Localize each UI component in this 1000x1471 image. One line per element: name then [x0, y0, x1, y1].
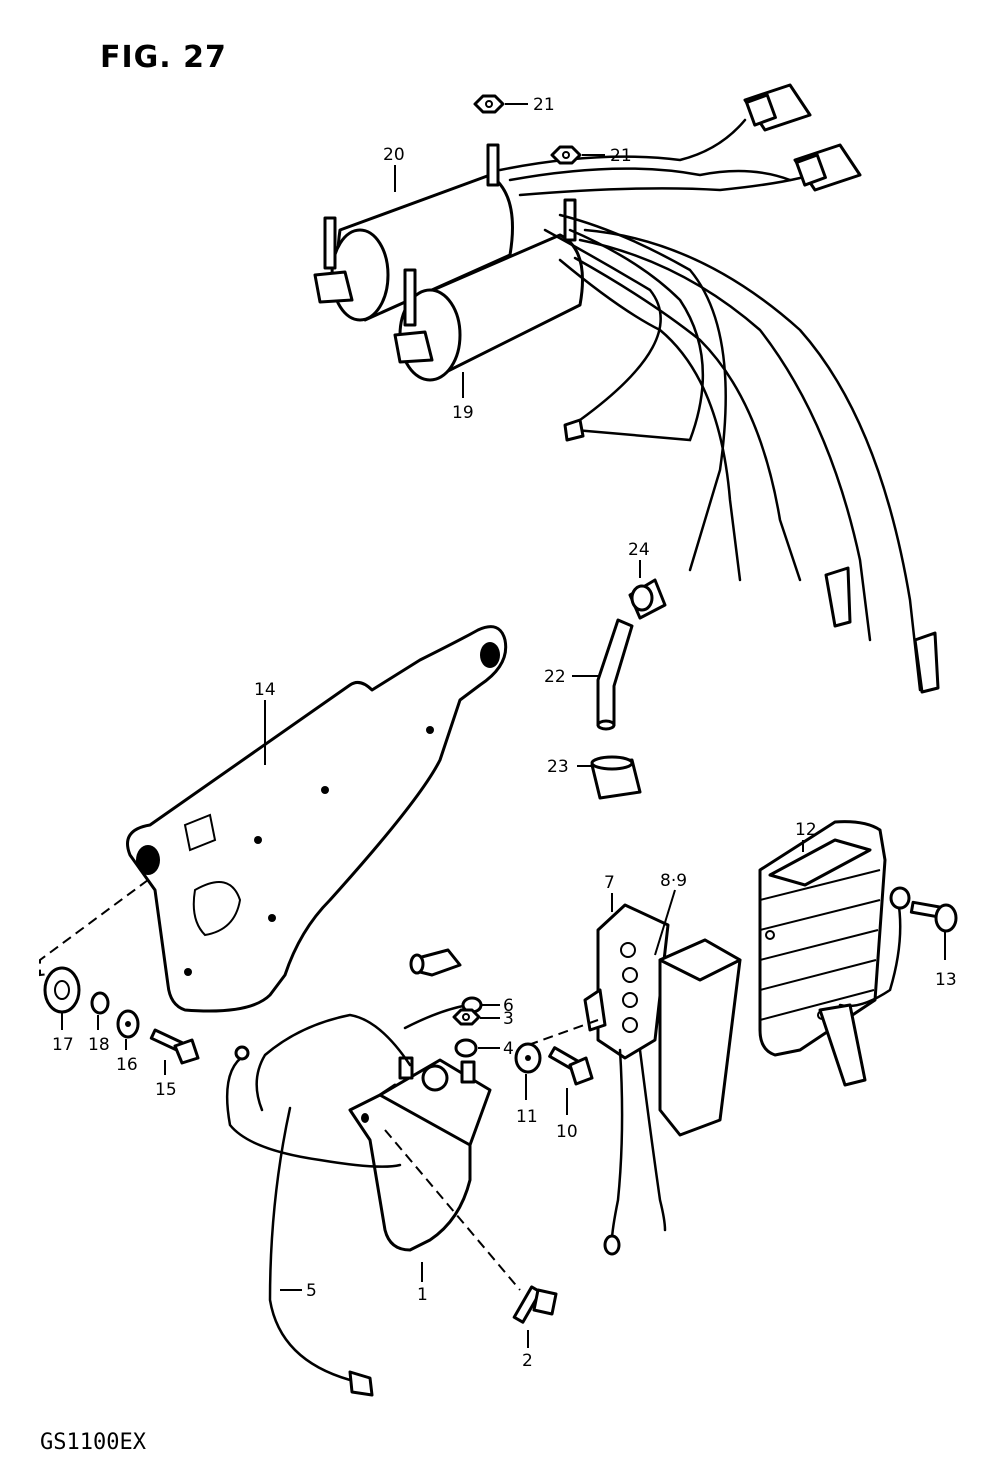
callout-16: 16 [116, 1055, 138, 1075]
high-tension-leads [543, 213, 940, 694]
nut-4[interactable] [454, 1038, 478, 1058]
plug-cap-22[interactable] [596, 618, 634, 731]
bolt-15[interactable] [149, 1028, 200, 1065]
nut-3[interactable] [452, 1008, 481, 1026]
washer-11[interactable] [514, 1042, 542, 1074]
callout-8-9: 8·9 [660, 871, 687, 891]
callout-23: 23 [547, 757, 569, 777]
callout-6: 6 [503, 996, 514, 1016]
callout-13: 13 [935, 970, 957, 990]
screw-13[interactable] [909, 900, 958, 933]
spacer-18[interactable] [90, 991, 110, 1015]
grommet-17[interactable] [43, 966, 81, 1014]
callout-21-upper: 21 [533, 95, 555, 115]
callout-3: 3 [503, 1009, 514, 1029]
model-code: GS1100EX [40, 1430, 146, 1455]
callout-10: 10 [556, 1122, 578, 1142]
bracket-14[interactable] [126, 625, 508, 1013]
callout-12: 12 [795, 820, 817, 840]
fuse-box-cover-8-9[interactable] [658, 938, 742, 1137]
fuse-box-7[interactable] [583, 903, 670, 1060]
washer-16[interactable] [116, 1009, 140, 1039]
callout-19: 19 [452, 403, 474, 423]
nut-21-lower[interactable] [550, 145, 582, 165]
callout-2: 2 [522, 1351, 533, 1371]
callout-11: 11 [516, 1107, 538, 1127]
callout-24: 24 [628, 540, 650, 560]
connector-lower [793, 143, 862, 192]
plug-cover-23[interactable] [590, 755, 642, 800]
callout-21-lower: 21 [610, 146, 632, 166]
callout-1: 1 [417, 1285, 428, 1305]
callout-5: 5 [306, 1281, 317, 1301]
callout-22: 22 [544, 667, 566, 687]
bolt-10[interactable] [548, 1046, 594, 1086]
callout-4: 4 [503, 1039, 514, 1059]
callout-18: 18 [88, 1035, 110, 1055]
regulator-lead [818, 886, 911, 1087]
callout-7: 7 [604, 873, 615, 893]
callout-leaders [61, 103, 946, 1348]
leader-dashed-2 [384, 1129, 521, 1291]
screw-2[interactable] [512, 1285, 558, 1324]
fuse-box-leads [603, 1048, 667, 1256]
primary-wires [498, 118, 802, 197]
joint-24[interactable] [628, 578, 667, 620]
leader-dashed-14 [39, 879, 149, 977]
nut-21-upper[interactable] [473, 94, 505, 114]
callout-15: 15 [155, 1080, 177, 1100]
relay-lead-5[interactable] [225, 996, 483, 1397]
connector-upper [743, 83, 812, 132]
callout-17: 17 [52, 1035, 74, 1055]
callout-14: 14 [254, 680, 276, 700]
leader-dashed-10 [519, 1019, 599, 1049]
starter-relay-1[interactable] [348, 1056, 492, 1252]
figure-title: FIG. 27 [100, 40, 227, 75]
callout-20: 20 [383, 145, 405, 165]
callout-numbers: 21 21 20 19 24 22 23 14 12 13 7 8·9 6 3 … [52, 95, 957, 1371]
regulator-rectifier-12[interactable] [758, 820, 887, 1057]
ignition-coil-upper[interactable] [313, 143, 514, 322]
ignition-coil-lower[interactable] [393, 198, 584, 382]
cap-6[interactable] [409, 948, 462, 977]
